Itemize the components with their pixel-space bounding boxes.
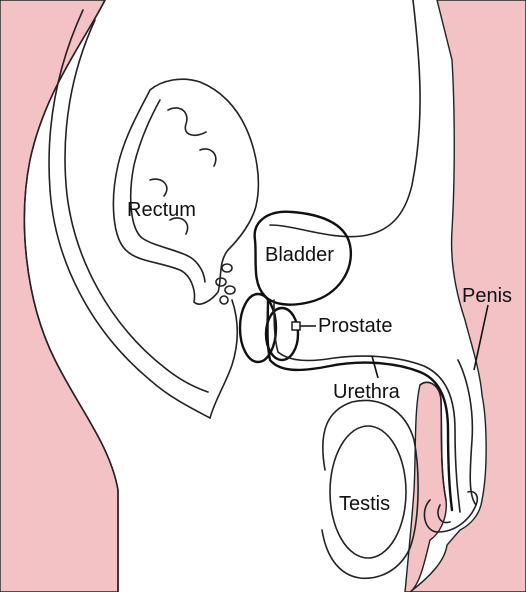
label-urethra: Urethra bbox=[333, 381, 401, 403]
label-prostate: Prostate bbox=[318, 315, 392, 337]
label-bladder: Bladder bbox=[265, 244, 334, 266]
label-penis: Penis bbox=[462, 285, 512, 307]
label-rectum: Rectum bbox=[127, 199, 196, 221]
prostate-leader-box bbox=[292, 322, 300, 330]
label-testis: Testis bbox=[339, 493, 390, 515]
